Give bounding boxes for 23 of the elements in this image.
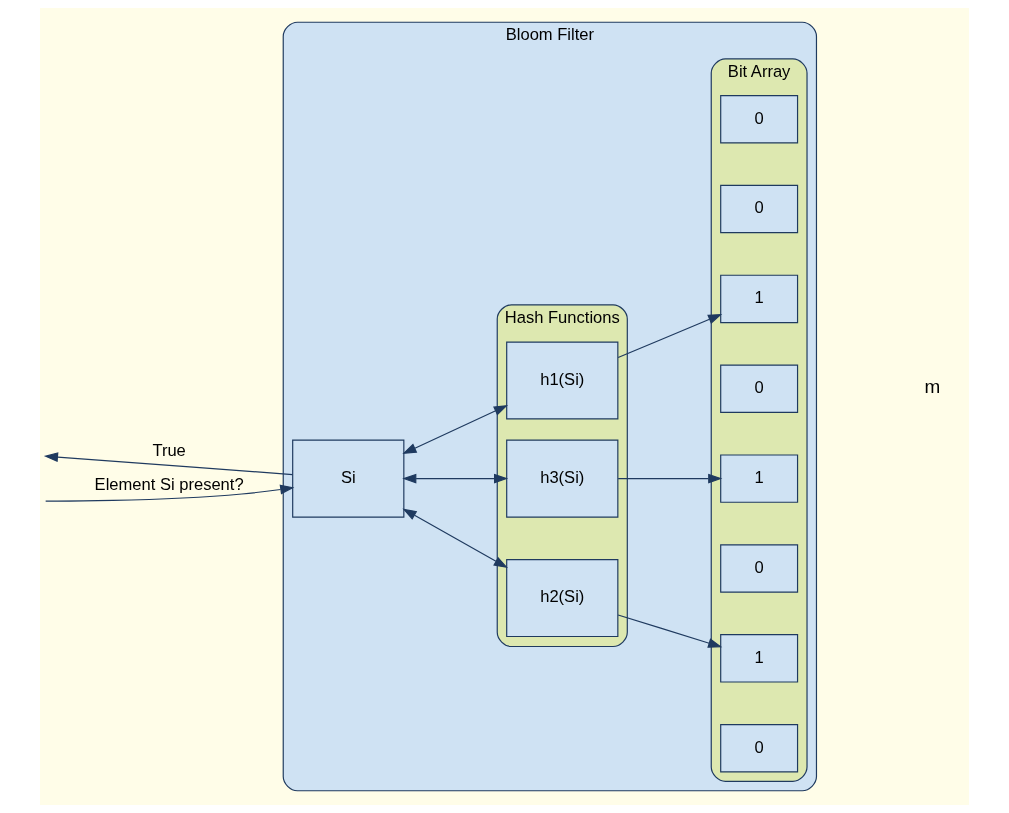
arrow [617, 313, 723, 359]
node-box: 0 [720, 723, 799, 773]
node-box: Si [292, 439, 405, 518]
node-box: 0 [720, 184, 799, 234]
arrow [617, 614, 723, 648]
arrow [402, 473, 509, 484]
label: m [924, 376, 941, 398]
edge-label: True [152, 441, 186, 461]
node-box: h3(Si) [506, 439, 619, 518]
edge-label: Element Si present? [94, 474, 244, 494]
node-box: h2(Si) [506, 559, 619, 638]
node-box: 1 [720, 274, 799, 324]
arrow [617, 473, 723, 484]
arrow [45, 484, 295, 502]
node-box: 0 [720, 94, 799, 144]
node-box: 1 [720, 634, 799, 683]
node-box: 0 [720, 364, 799, 413]
arrow [402, 508, 508, 569]
node-box: h1(Si) [506, 341, 619, 420]
arrow [43, 452, 294, 476]
arrow [402, 405, 508, 455]
node-box: 1 [720, 454, 799, 503]
node-box: 0 [720, 544, 799, 593]
